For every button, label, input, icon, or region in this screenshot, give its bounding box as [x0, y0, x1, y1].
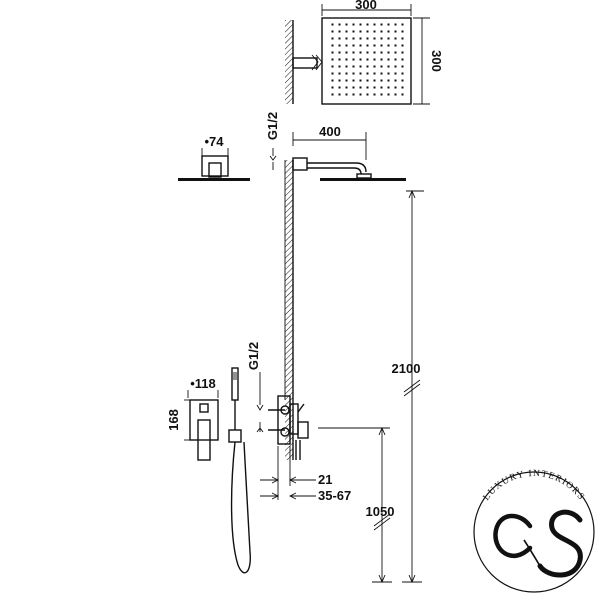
mixer-plate: [189, 399, 219, 441]
logo-circle: [473, 471, 595, 593]
height-dimensions: 2100 1050: [318, 189, 424, 584]
wall-section: [284, 160, 294, 460]
total-height-label: 2100: [392, 361, 421, 376]
depth-min-label: 21: [318, 472, 332, 487]
shower-arm-side-view: 400 G1/2: [265, 112, 406, 181]
head-width-label: 300: [355, 0, 377, 12]
depth-range-dimension: 35-67: [260, 488, 351, 503]
mixer-front-view: •118 168: [166, 367, 252, 574]
shower-head-nozzles: [327, 23, 406, 99]
thread-mixer-label: G1/2: [246, 342, 261, 370]
mixer-floor-height-label: 1050: [366, 504, 395, 519]
flange-width-label: •74: [204, 134, 224, 149]
depth-range-label: 35-67: [318, 488, 351, 503]
shower-head-square: [321, 17, 412, 105]
hand-shower-hose: [230, 441, 252, 574]
shower-head-front-view: 300 300: [285, 0, 444, 105]
thread-top-label: G1/2: [265, 112, 280, 140]
hand-shower-icon: [231, 367, 239, 401]
mixer-width-label: •118: [190, 376, 216, 391]
brand-logo: LUXURY INTERIORS: [473, 469, 595, 593]
arm-flange-view: •74: [178, 134, 250, 181]
depth-min-dimension: 21: [260, 446, 332, 500]
mixer-height-label: 168: [166, 409, 181, 431]
arm-length-label: 400: [319, 124, 341, 139]
head-height-label: 300: [429, 50, 444, 72]
mixer-side-view: G1/2: [246, 342, 309, 460]
cs-monogram-icon: [493, 509, 583, 578]
wall-hatch-top: [285, 20, 293, 104]
